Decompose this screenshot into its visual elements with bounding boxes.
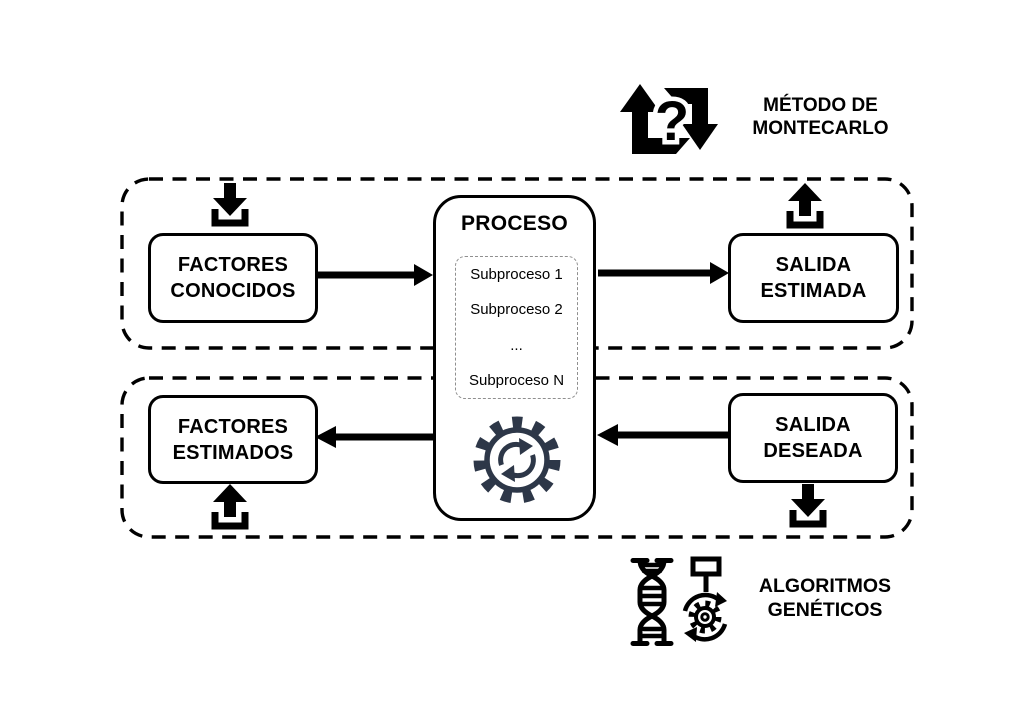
upload-tray-icon [786, 183, 824, 229]
subproceso-item: Subproceso 2 [470, 301, 563, 319]
arrow-proceso-to-factores-estimados [315, 426, 433, 448]
salida-estimada-box: SALIDA ESTIMADA [728, 233, 899, 323]
salida-deseada-label-line2: DESEADA [763, 440, 863, 462]
salida-deseada-box: SALIDA DESEADA [728, 393, 898, 483]
proceso-title: PROCESO [460, 212, 569, 235]
factores-estimados-label-line1: FACTORES [177, 415, 289, 438]
genetic-dashed-container [120, 376, 914, 539]
montecarlo-caption-line2: MONTECARLO [752, 118, 889, 139]
subproceso-list: Subproceso 1 Subproceso 2 ... Subproceso… [455, 256, 578, 399]
gear-arrows-flag-icon [682, 556, 728, 642]
arrow-proceso-to-salida-estimada [598, 262, 729, 284]
question-mark-glyph: ? [655, 89, 689, 152]
genetic-caption: ALGORITMOS GENÉTICOS [736, 574, 914, 622]
download-tray-icon [789, 484, 827, 528]
upload-tray-icon [211, 484, 249, 530]
salida-estimada-label-line2: ESTIMADA [760, 280, 867, 302]
gear-cycle-icon [473, 416, 561, 504]
salida-estimada-label-line1: SALIDA [775, 254, 852, 276]
factores-estimados-box: FACTORES ESTIMADOS [148, 395, 318, 484]
arrow-factores-conocidos-to-proceso [315, 264, 433, 286]
shuffle-question-icon: ? [620, 84, 718, 157]
genetic-caption-line2: GENÉTICOS [767, 599, 883, 621]
factores-conocidos-label-line2: CONOCIDOS [170, 280, 296, 302]
subproceso-item: Subproceso N [468, 371, 565, 389]
subproceso-item: Subproceso 1 [470, 266, 563, 283]
proceso-box: PROCESO Subproceso 1 Subproceso 2 ... Su… [433, 195, 596, 521]
montecarlo-caption: MÉTODO DE MONTECARLO [738, 94, 903, 140]
genetic-caption-line1: ALGORITMOS [758, 575, 892, 597]
factores-estimados-label-line2: ESTIMADOS [172, 441, 294, 464]
download-tray-icon [211, 183, 249, 227]
subproceso-ellipsis: ... [510, 336, 523, 354]
montecarlo-caption-line1: MÉTODO DE [763, 95, 878, 116]
salida-deseada-label-line1: SALIDA [775, 414, 851, 436]
factores-conocidos-box: FACTORES CONOCIDOS [148, 233, 318, 323]
dna-helix-icon [630, 558, 674, 646]
arrow-salida-deseada-to-proceso [597, 424, 728, 446]
factores-conocidos-label-line1: FACTORES [177, 254, 289, 276]
